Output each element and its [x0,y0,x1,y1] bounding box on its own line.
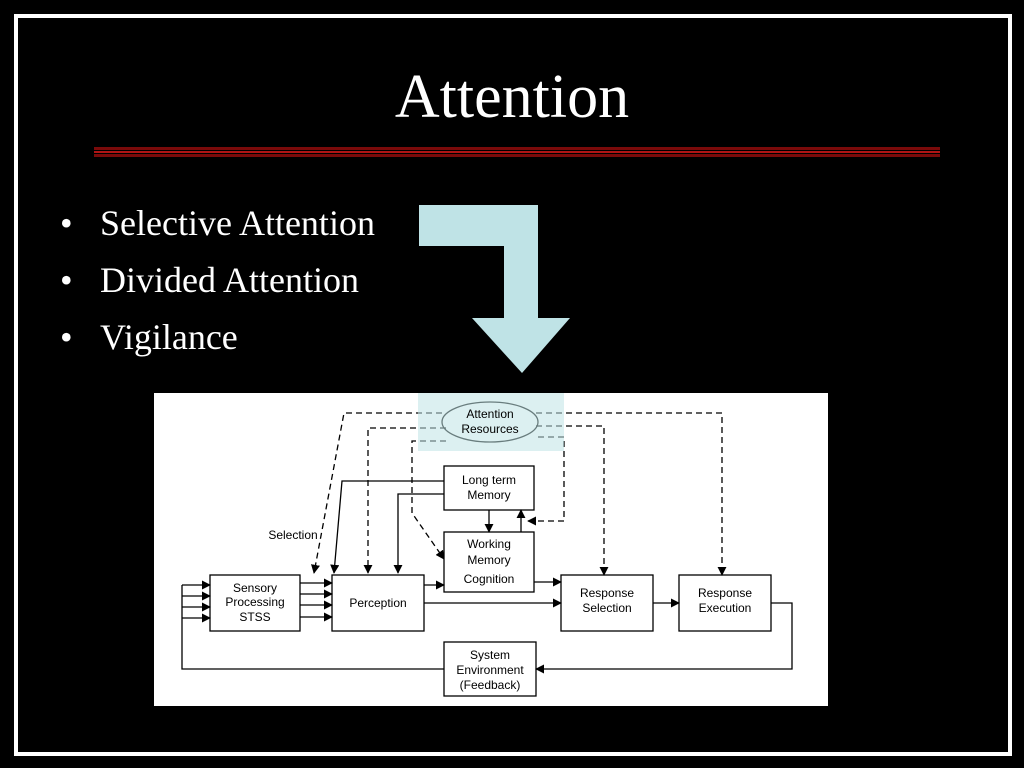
svg-text:Processing: Processing [225,595,284,609]
svg-text:Resources: Resources [461,422,518,436]
svg-text:Long term: Long term [462,473,516,487]
title-underline [94,147,940,157]
highlight-overlay [418,393,564,451]
attention-diagram: Attention Resources Long term Memory Wor… [154,393,828,706]
svg-text:Response: Response [698,586,752,600]
svg-text:Selection: Selection [582,601,631,615]
svg-text:Cognition: Cognition [464,572,515,586]
bullet-item: •Selective Attention [60,203,375,243]
bullet-item: •Divided Attention [60,260,359,300]
svg-text:System: System [470,648,510,662]
svg-text:(Feedback): (Feedback) [460,678,521,692]
svg-text:Memory: Memory [467,488,510,502]
bullet-item: •Vigilance [60,317,238,357]
svg-text:Selection: Selection [268,528,317,542]
svg-text:STSS: STSS [239,610,270,624]
svg-text:Environment: Environment [456,663,524,677]
svg-text:Memory: Memory [467,553,510,567]
svg-text:Working: Working [467,537,511,551]
bullet-list: •Selective Attention •Divided Attention … [60,200,375,371]
svg-text:Sensory: Sensory [233,581,277,595]
slide-title: Attention [394,63,630,131]
svg-text:Execution: Execution [699,601,752,615]
slide-frame [14,14,1012,756]
svg-text:Perception: Perception [349,596,406,610]
svg-text:Attention: Attention [466,407,513,421]
svg-text:Response: Response [580,586,634,600]
